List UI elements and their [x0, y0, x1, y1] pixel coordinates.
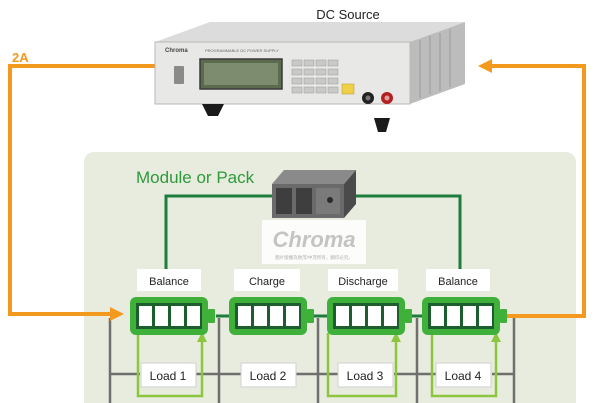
load-bus: [108, 318, 516, 403]
load-label: Load 4: [445, 369, 482, 383]
load-box: [240, 362, 297, 388]
current-arrow-left: [110, 307, 124, 321]
cell-mode-label: Discharge: [338, 276, 388, 288]
load-label: Load 1: [150, 369, 187, 383]
watermark-box: [262, 220, 366, 264]
current-wire-left: [8, 64, 155, 316]
battery-cell: [422, 297, 507, 335]
load-box: [140, 362, 197, 388]
mode-label-box: [234, 269, 300, 291]
mode-label-box: [426, 269, 490, 291]
battery-cell: [229, 297, 314, 335]
current-label: 2A: [12, 50, 29, 65]
watermark-logo: Chroma: [272, 227, 355, 252]
load-label: Load 2: [250, 369, 287, 383]
mode-label-box: [137, 269, 201, 291]
battery-pack-icon: [272, 170, 356, 218]
load-label: Load 3: [347, 369, 384, 383]
cell-mode-label: Balance: [438, 276, 478, 288]
instrument-brand: Chroma: [165, 48, 188, 54]
load-box: [435, 362, 492, 388]
module-label: Module or Pack: [136, 168, 255, 187]
load-links: [136, 333, 498, 398]
cell-mode-label: Balance: [149, 276, 189, 288]
battery-cell: [327, 297, 412, 335]
dc-source-instrument: Chroma PROGRAMMABLE DC POWER SUPPLY: [154, 22, 465, 132]
battery-cell: [130, 297, 215, 335]
diagram-title: DC Source: [316, 7, 380, 22]
instrument-foot-right: [374, 118, 390, 132]
power-switch: [174, 66, 184, 84]
current-wire-right: [490, 64, 586, 318]
watermark-notice: 圖片版權為致茂/中茂所有，翻印必究。: [275, 254, 353, 261]
output-button: [341, 83, 355, 95]
mode-label-box: [328, 269, 398, 291]
load-arrows: [197, 332, 501, 342]
pack-wire: [164, 194, 272, 288]
instrument-model: PROGRAMMABLE DC POWER SUPPLY: [205, 48, 279, 53]
cell-mode-label: Charge: [249, 276, 285, 288]
current-arrow-right: [478, 59, 492, 73]
pack-wire-right: [352, 194, 462, 288]
keypad: [291, 59, 339, 94]
instrument-foot-left: [202, 104, 224, 116]
load-box: [337, 362, 394, 388]
